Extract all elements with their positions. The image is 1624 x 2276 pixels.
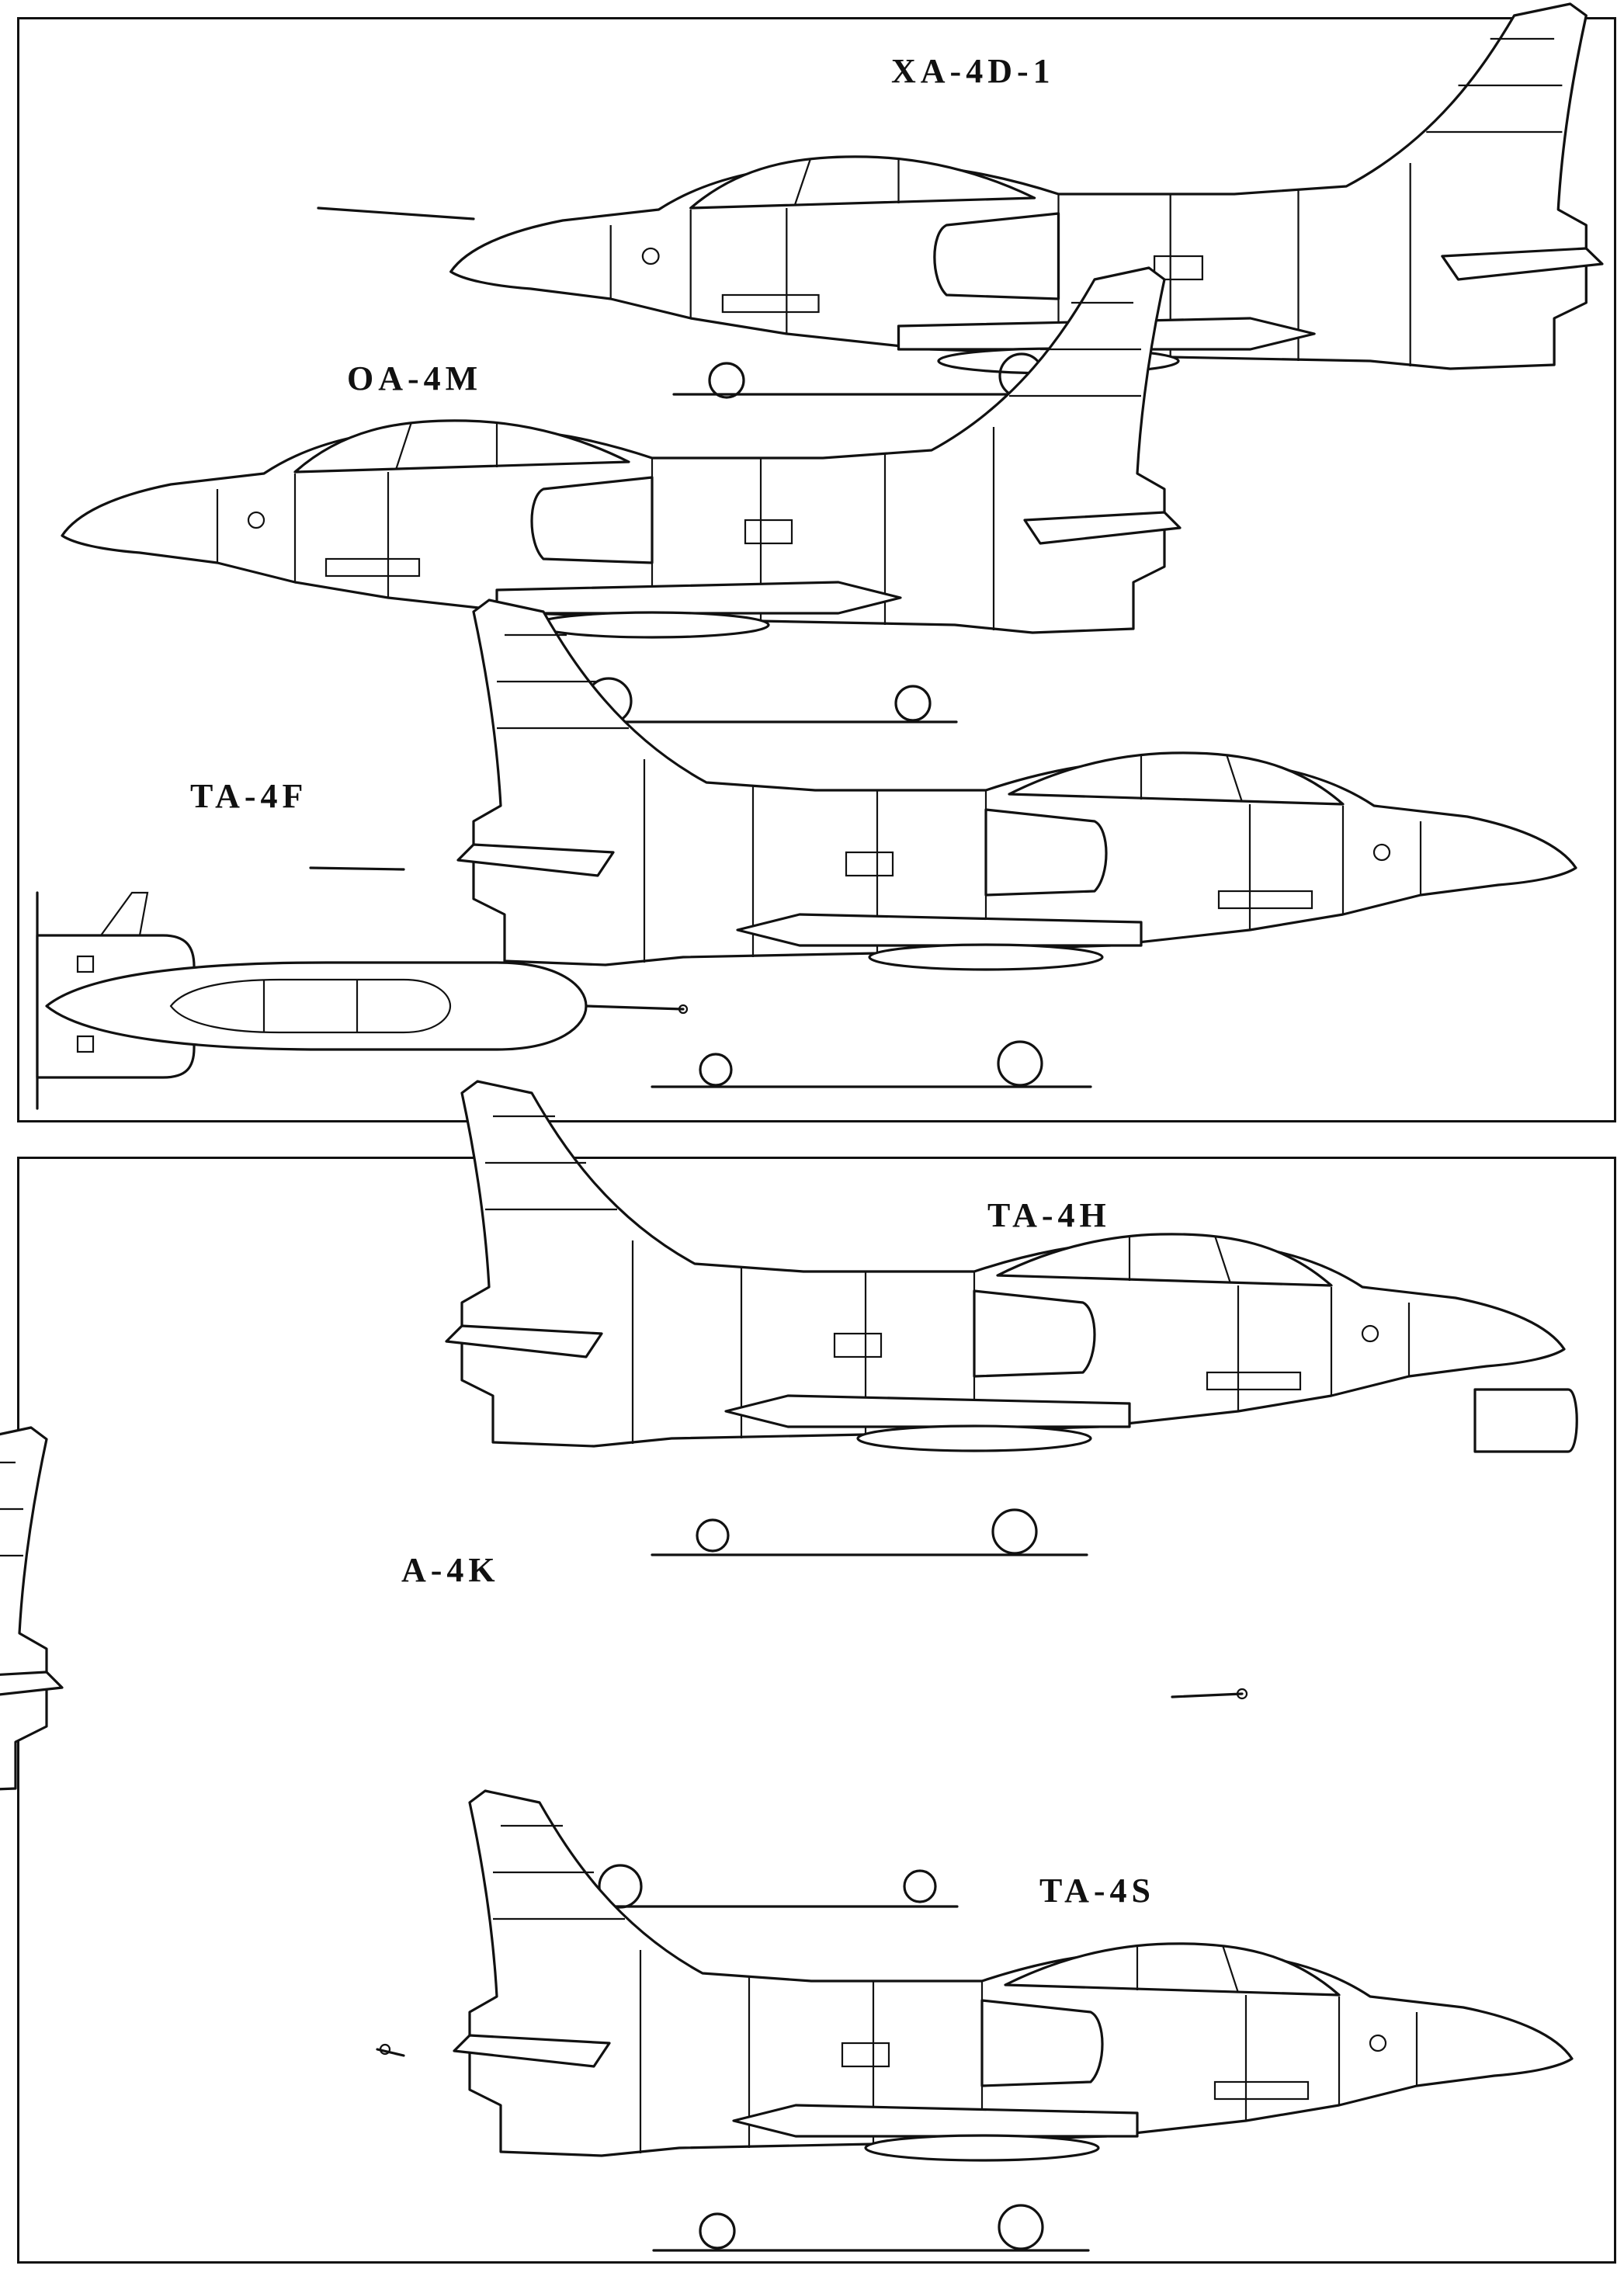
ta-4s-nose-probe [376,2043,405,2057]
ta-4f-nose-probe [309,866,405,871]
a-4k-nose-probe [1171,1688,1248,1700]
ta-4f-top-view [36,891,689,1110]
label-ta-4h: TA-4H [987,1196,1111,1234]
label-ta-4s: TA-4S [1039,1872,1155,1910]
aircraft-ta-4s [453,1789,1574,2162]
label-xa-4d-1: XA-4D-1 [891,52,1055,90]
oa-4m-gear-line [567,677,958,725]
ta-4f-gear-line [651,1040,1092,1088]
label-oa-4m: OA-4M [347,359,483,397]
ta-4h-gear-line [651,1508,1088,1556]
a-4k-gear-line [556,1864,959,1909]
aircraft-ta-4h [445,1080,1566,1452]
aircraft-ta-4f [456,598,1577,971]
ta-4h-engine-pod [1473,1388,1578,1453]
ta-4s-gear-line [652,2204,1090,2252]
xa-4d-1-nose-probe [317,206,475,220]
label-ta-4f: TA-4F [190,777,308,815]
aircraft-a-4k [0,1426,64,1799]
label-a-4k: A-4K [401,1551,500,1589]
